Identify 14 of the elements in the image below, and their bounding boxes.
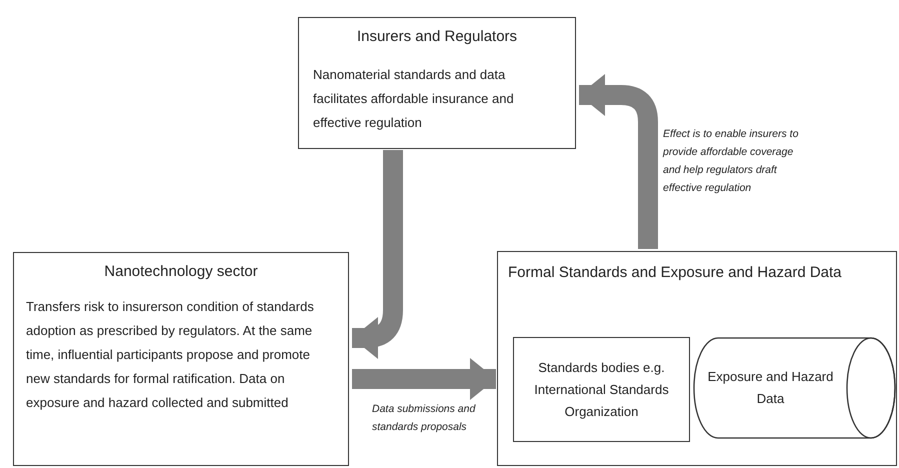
node-heading: Nanotechnology sector [103,263,259,280]
arrow [579,74,658,249]
process-box [497,251,897,466]
process-box [13,252,349,466]
arrow [352,358,496,400]
node-heading: Formal Standards and Exposure and Hazard Data [508,264,842,281]
node-text: Standards bodies e.g. International Standards Organization [533,358,670,421]
process-box [298,17,576,149]
process-box [513,337,690,442]
node-description: Transfers risk to insurerson condition of standards adoption as prescribed by regulators. At the same time, influential participants propose and promote new standards for formal ratification. Data on exposure and hazard collected and submitted [26,298,315,412]
node-description: Nanomaterial standards and data facilitates affordable insurance and effective regulation [313,66,515,132]
node-text: Exposure and Hazard Data [706,368,834,408]
node-heading: Insurers and Regulators [356,28,518,45]
arrow [352,150,403,359]
